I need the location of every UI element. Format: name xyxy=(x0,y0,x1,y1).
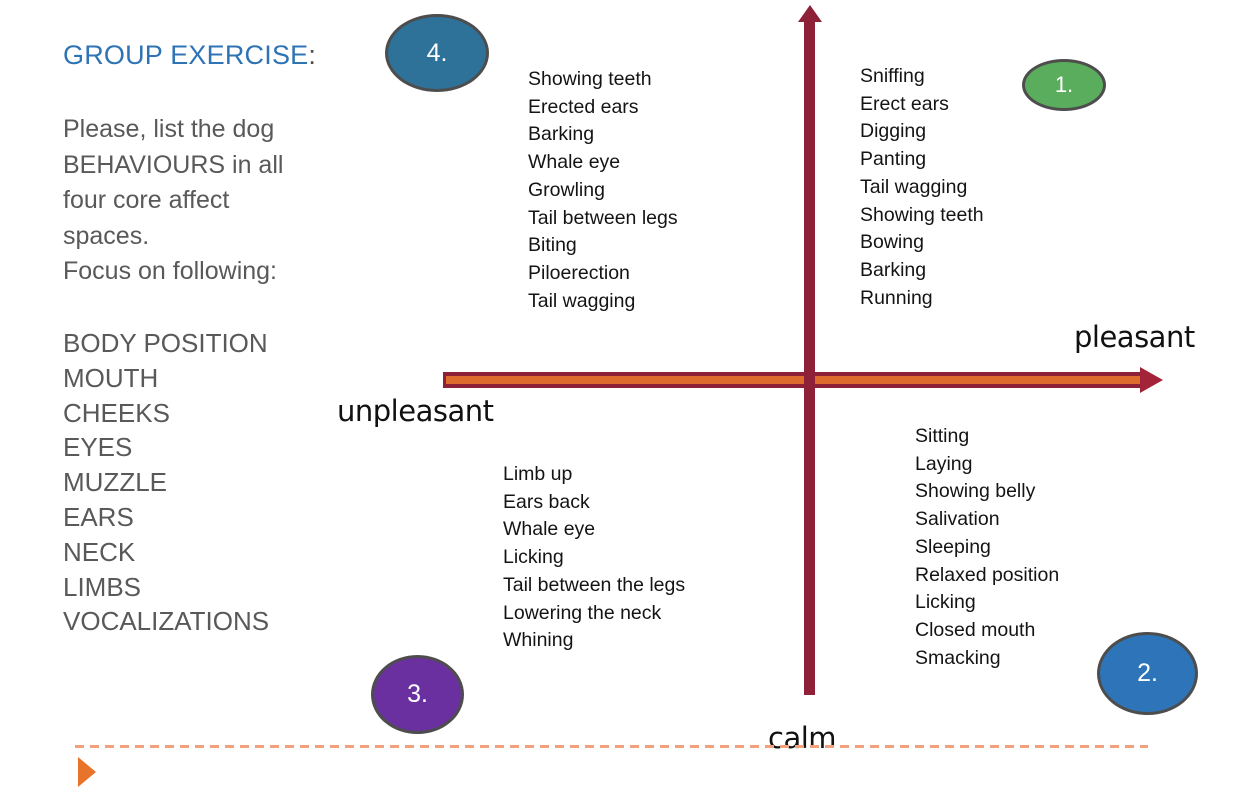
play-triangle-icon xyxy=(78,757,96,787)
behaviour-item: Tail wagging xyxy=(528,289,636,312)
behaviour-item: Piloerection xyxy=(528,261,630,284)
behaviour-item: Salivation xyxy=(915,508,1000,531)
behaviour-item: Limb up xyxy=(503,463,573,485)
behaviour-item: Showing belly xyxy=(915,480,1036,503)
behaviour-item: Sitting xyxy=(915,425,970,447)
footer-dashed-divider xyxy=(75,745,1148,748)
behaviour-item: Digging xyxy=(860,120,927,143)
behaviour-item: Sniffing xyxy=(860,65,925,87)
focus-area-item: EARS xyxy=(63,501,134,532)
behaviour-item: Tail between the legs xyxy=(503,573,686,596)
focus-area-item: NECK xyxy=(63,536,136,567)
behaviour-item: Smacking xyxy=(915,646,1001,669)
instruction-line: Focus on following: xyxy=(63,257,278,285)
behaviour-item: Showing teeth xyxy=(528,68,652,90)
page-title-text: GROUP EXERCISE xyxy=(63,40,309,70)
behaviour-item: Tail between legs xyxy=(528,206,678,229)
axis-label-pleasant: pleasant xyxy=(1074,320,1195,354)
focus-area-item: CHEEKS xyxy=(63,397,170,428)
focus-area-item: LIMBS xyxy=(63,571,142,602)
x-axis-arrowhead-icon xyxy=(1140,367,1163,393)
behaviour-item: Whale eye xyxy=(528,151,621,174)
behaviour-item: Sleeping xyxy=(915,535,991,558)
focus-area-item: BODY POSITION xyxy=(63,328,268,358)
behaviour-item: Running xyxy=(860,286,933,309)
focus-area-item: MUZZLE xyxy=(63,467,167,498)
behaviour-item: Closed mouth xyxy=(915,618,1036,641)
page-title: GROUP EXERCISE: xyxy=(63,40,316,71)
quadrant-4-badge: 4. xyxy=(385,14,489,92)
behaviour-item: Showing teeth xyxy=(860,203,984,226)
behaviour-item: Relaxed position xyxy=(915,563,1060,586)
behaviour-item: Tail wagging xyxy=(860,175,968,198)
behaviour-item: Licking xyxy=(503,546,564,569)
behaviour-item: Bowing xyxy=(860,231,924,254)
focus-area-item: MOUTH xyxy=(63,362,159,393)
behaviour-item: Barking xyxy=(860,258,927,281)
instruction-line: four core affect xyxy=(63,186,230,214)
behaviour-item: Growling xyxy=(528,178,605,201)
quadrant-2-badge: 2. xyxy=(1097,632,1198,715)
behaviour-item: Laying xyxy=(915,452,973,475)
axis-label-calm: calm xyxy=(768,721,837,755)
focus-area-item: EYES xyxy=(63,432,133,463)
instruction-line: spaces. xyxy=(63,221,150,250)
behaviour-item: Panting xyxy=(860,148,927,171)
behaviour-item: Erected ears xyxy=(528,95,639,118)
behaviour-item: Whale eye xyxy=(503,518,596,541)
page-title-colon: : xyxy=(308,40,317,70)
behaviour-item: Barking xyxy=(528,123,595,146)
behaviour-item: Whining xyxy=(503,629,574,652)
quadrant-3-badge: 3. xyxy=(371,655,464,734)
behaviour-item: Lowering the neck xyxy=(503,601,662,624)
behaviour-item: Erect ears xyxy=(860,92,949,115)
axis-label-unpleasant: unpleasant xyxy=(337,394,494,428)
x-axis-line xyxy=(443,372,1142,388)
behaviour-item: Licking xyxy=(915,591,976,614)
y-axis-line xyxy=(804,20,815,695)
y-axis-arrowhead-icon xyxy=(798,5,822,22)
quadrant-1-badge: 1. xyxy=(1022,59,1106,111)
instruction-line: Please, list the dog xyxy=(63,115,275,143)
focus-area-item: VOCALIZATIONS xyxy=(63,606,270,637)
behaviour-item: Biting xyxy=(528,234,577,257)
behaviour-item: Ears back xyxy=(503,490,590,513)
instruction-line: BEHAVIOURS in all xyxy=(63,150,284,179)
